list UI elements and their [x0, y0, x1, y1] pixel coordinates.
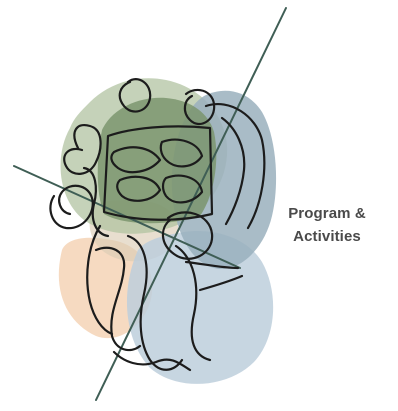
label-line-2: Activities — [272, 225, 382, 248]
label-line-1: Program & — [272, 202, 382, 225]
watercolor-washes — [59, 78, 276, 384]
program-activities-label: Program & Activities — [272, 202, 382, 248]
